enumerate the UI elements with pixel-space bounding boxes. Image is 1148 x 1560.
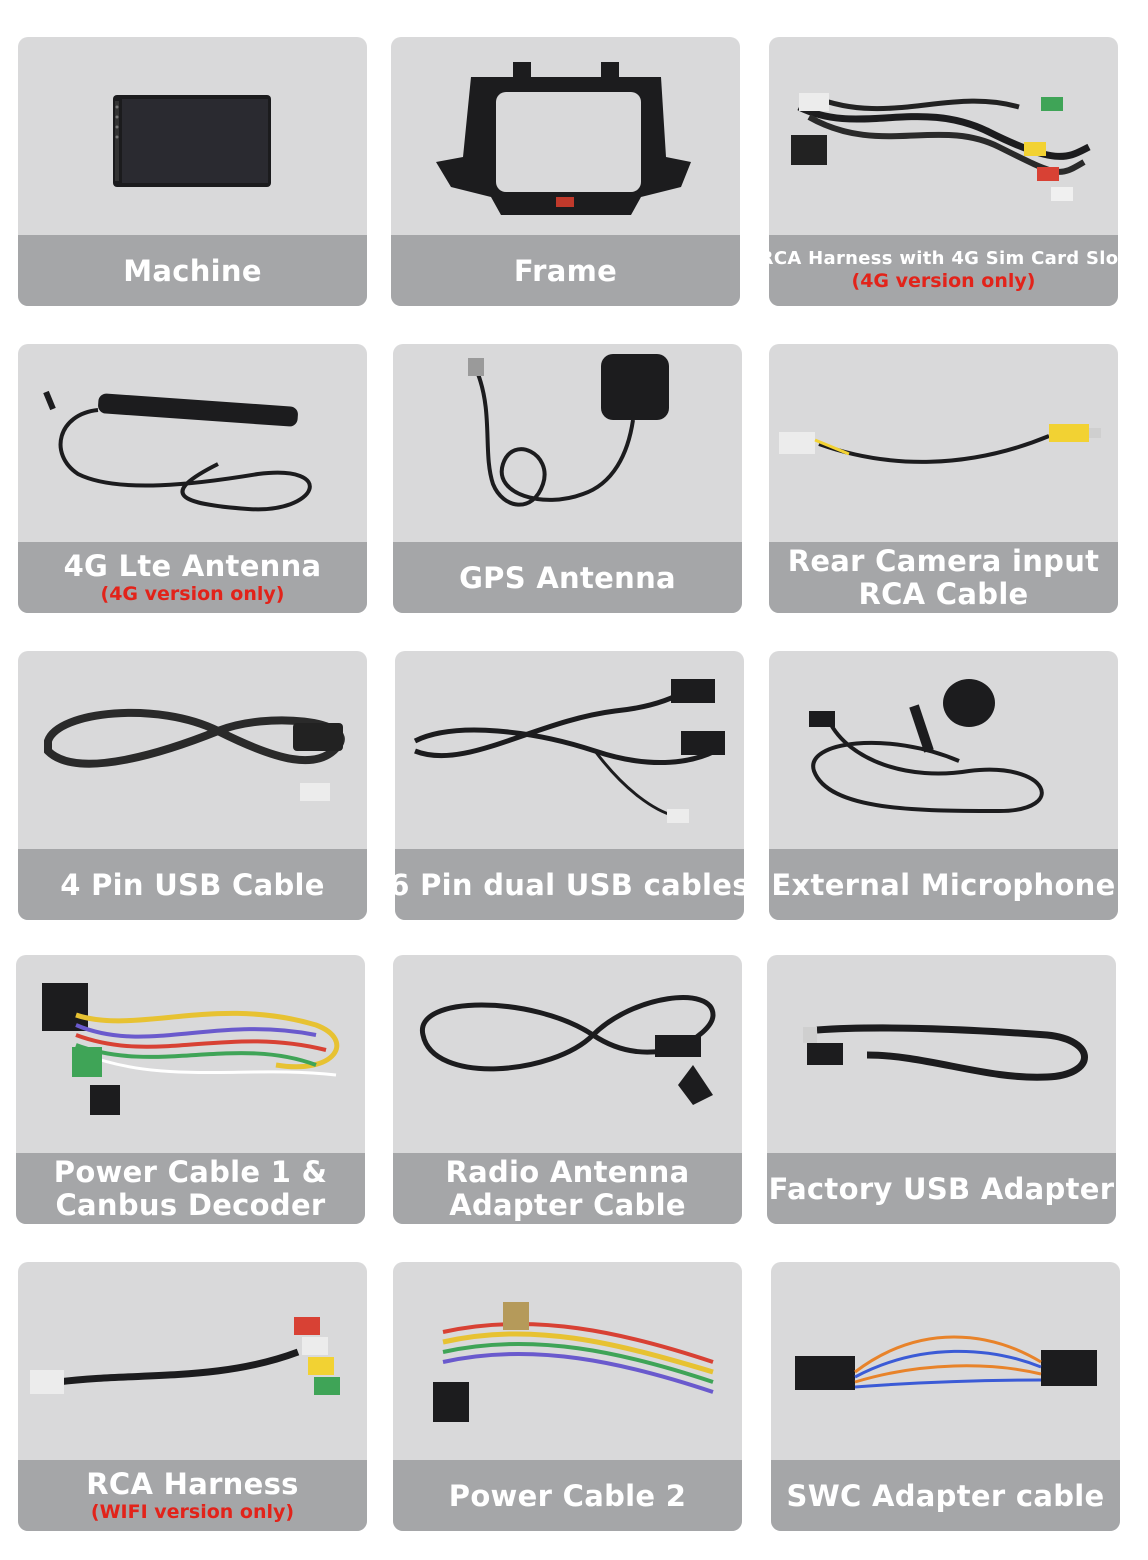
item-label-bar: GPS Antenna: [393, 542, 742, 613]
item-label-bar: Power Cable 1 & Canbus Decoder: [16, 1153, 365, 1224]
rca-harness-icon: [18, 1262, 367, 1460]
item-label: 4G Lte Antenna: [63, 549, 322, 583]
item-card-power-cable-2: Power Cable 2: [393, 1262, 742, 1531]
item-card-machine: Machine: [18, 37, 367, 306]
item-label-bar: RCA Harness (WIFI version only): [18, 1460, 367, 1531]
item-label-bar: RCA Harness with 4G Sim Card Slot (4G ve…: [769, 235, 1118, 306]
rca-cable-icon: [769, 344, 1118, 542]
item-card-rca-harness-4g: RCA Harness with 4G Sim Card Slot (4G ve…: [769, 37, 1118, 306]
item-label: Machine: [123, 253, 262, 288]
item-label-bar: 4G Lte Antenna (4G version only): [18, 542, 367, 613]
item-card-factory-usb-adapter: Factory USB Adapter: [767, 955, 1116, 1224]
swc-adapter-icon: [771, 1262, 1120, 1460]
item-card-4g-antenna: 4G Lte Antenna (4G version only): [18, 344, 367, 613]
item-note: (4G version only): [100, 583, 285, 605]
item-card-swc-adapter: SWC Adapter cable: [771, 1262, 1120, 1531]
antenna-adapter-icon: [393, 955, 742, 1153]
dual-usb-cable-icon: [395, 651, 744, 849]
item-card-external-microphone: External Microphone: [769, 651, 1118, 920]
item-card-gps-antenna: GPS Antenna: [393, 344, 742, 613]
item-label-bar: Power Cable 2: [393, 1460, 742, 1531]
power-harness-icon: [16, 955, 365, 1153]
gps-antenna-icon: [393, 344, 742, 542]
usb-cable-icon: [18, 651, 367, 849]
item-card-frame: Frame: [391, 37, 740, 306]
item-label-line2: RCA Cable: [858, 576, 1029, 611]
item-note: (4G version only): [851, 270, 1036, 292]
item-card-4pin-usb: 4 Pin USB Cable: [18, 651, 367, 920]
item-label-bar: 6 Pin dual USB cables: [395, 849, 744, 920]
dash-frame-icon: [391, 37, 740, 235]
item-label: External Microphone: [771, 867, 1116, 902]
item-label-bar: Frame: [391, 235, 740, 306]
item-label-bar: Radio Antenna Adapter Cable: [393, 1153, 742, 1224]
item-label: 6 Pin dual USB cables: [395, 867, 744, 902]
item-label: SWC Adapter cable: [786, 1478, 1105, 1513]
head-unit-screen-icon: [18, 37, 367, 235]
item-label-bar: External Microphone: [769, 849, 1118, 920]
item-label: Factory USB Adapter: [768, 1171, 1115, 1206]
item-label-line2: Canbus Decoder: [55, 1187, 326, 1222]
item-card-rca-harness-wifi: RCA Harness (WIFI version only): [18, 1262, 367, 1531]
item-label: RCA Harness with 4G Sim Card Slot: [769, 248, 1118, 269]
item-card-radio-antenna-adapter: Radio Antenna Adapter Cable: [393, 955, 742, 1224]
item-label: Power Cable 2: [448, 1478, 687, 1513]
item-label: Frame: [513, 253, 618, 288]
item-label-bar: SWC Adapter cable: [771, 1460, 1120, 1531]
power-harness-icon: [393, 1262, 742, 1460]
item-label-line2: Adapter Cable: [449, 1187, 686, 1222]
item-label-bar: Factory USB Adapter: [767, 1153, 1116, 1224]
item-note: (WIFI version only): [90, 1501, 295, 1523]
item-card-power-cable-1: Power Cable 1 & Canbus Decoder: [16, 955, 365, 1224]
item-label-line1: Rear Camera input: [787, 543, 1100, 578]
item-label-line1: Power Cable 1 &: [53, 1154, 328, 1189]
lte-antenna-icon: [18, 344, 367, 542]
item-label-bar: Machine: [18, 235, 367, 306]
item-label: 4 Pin USB Cable: [60, 867, 325, 902]
item-card-6pin-dual-usb: 6 Pin dual USB cables: [395, 651, 744, 920]
rca-harness-icon: [769, 37, 1118, 235]
item-label-line1: Radio Antenna: [445, 1154, 690, 1189]
microphone-icon: [769, 651, 1118, 849]
item-card-rear-camera-cable: Rear Camera input RCA Cable: [769, 344, 1118, 613]
factory-usb-adapter-icon: [767, 955, 1116, 1153]
item-label: GPS Antenna: [459, 560, 676, 595]
item-label-bar: 4 Pin USB Cable: [18, 849, 367, 920]
item-label: RCA Harness: [86, 1467, 299, 1501]
item-label-bar: Rear Camera input RCA Cable: [769, 542, 1118, 613]
